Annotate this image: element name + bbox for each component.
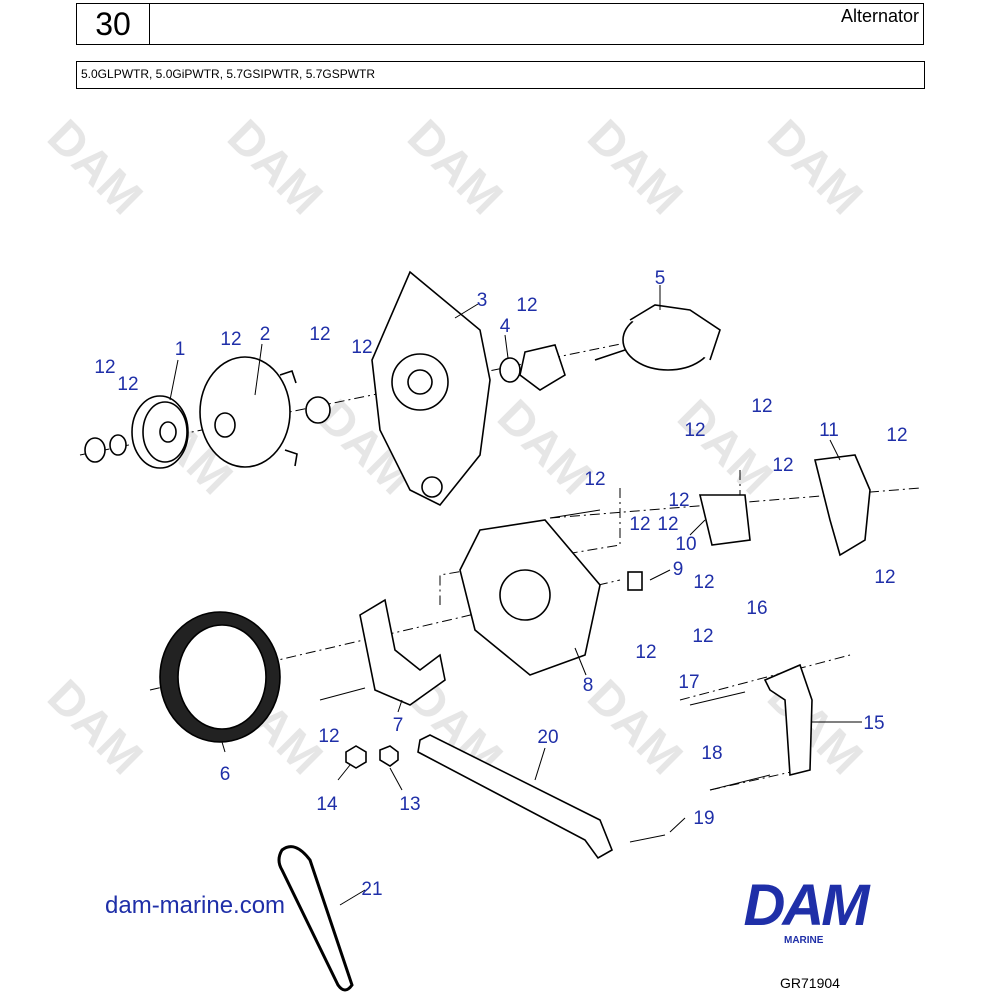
callout-12r: 12 — [635, 642, 656, 663]
callout-3: 3 — [477, 290, 488, 311]
nut-part-14 — [345, 745, 367, 769]
callout-17: 17 — [678, 672, 699, 693]
callout-15: 15 — [863, 713, 884, 734]
callout-12c: 12 — [220, 329, 241, 350]
callout-1: 1 — [175, 339, 186, 360]
bolt-set — [319, 509, 771, 843]
callout-12b: 12 — [117, 374, 138, 395]
callout-2: 2 — [260, 324, 271, 345]
model-list: 5.0GLPWTR, 5.0GiPWTR, 5.7GSIPWTR, 5.7GSP… — [81, 67, 376, 81]
logo-subtext: MARINE — [784, 935, 824, 946]
pulley-part-1 — [131, 395, 189, 469]
stator-part-6 — [159, 611, 281, 743]
retainer-plate — [519, 344, 566, 391]
callout-12o: 12 — [874, 567, 895, 588]
slip-ring-end-frame-part-8 — [459, 519, 601, 676]
spacer-sleeve — [305, 396, 331, 424]
callout-12d: 12 — [309, 324, 330, 345]
callout-12g: 12 — [751, 396, 772, 417]
callout-11: 11 — [819, 420, 839, 441]
bearing-part-4 — [499, 357, 521, 383]
callout-4: 4 — [500, 316, 511, 337]
callout-13: 13 — [399, 794, 420, 815]
callout-18: 18 — [701, 743, 722, 764]
figure-code: GR71904 — [780, 975, 840, 991]
section-number: 30 — [76, 3, 150, 45]
page-title: Alternator — [840, 6, 919, 26]
leader-lines — [169, 285, 862, 906]
callout-12j: 12 — [772, 455, 793, 476]
fan-part-2 — [199, 356, 298, 468]
callout-8: 8 — [583, 675, 594, 696]
callout-12l: 12 — [668, 490, 689, 511]
callout-12a: 12 — [94, 357, 115, 378]
nut-part-13 — [379, 745, 399, 767]
adjusting-arm-part-20 — [417, 734, 614, 860]
callout-12s: 12 — [318, 726, 339, 747]
callout-19: 19 — [693, 808, 714, 829]
nut-washer-set — [84, 434, 127, 463]
callout-16: 16 — [746, 598, 767, 619]
terminal-part-9 — [627, 571, 643, 591]
callout-12k: 12 — [584, 469, 605, 490]
callout-10: 10 — [675, 534, 696, 555]
callout-9: 9 — [673, 559, 684, 580]
callout-12n: 12 — [657, 514, 678, 535]
callout-12p: 12 — [693, 572, 714, 593]
callout-7: 7 — [393, 715, 404, 736]
callout-5: 5 — [655, 268, 666, 289]
regulator-part-10 — [698, 494, 751, 546]
callout-12q: 12 — [692, 626, 713, 647]
dam-logo: DAM — [743, 873, 871, 938]
callout-20: 20 — [537, 727, 558, 748]
callout-14: 14 — [316, 794, 338, 815]
website-link[interactable]: dam-marine.com — [105, 892, 286, 919]
callout-labels: 1 2 3 4 5 6 7 8 9 10 11 12 12 12 12 12 1… — [94, 268, 907, 900]
callout-12i: 12 — [886, 425, 907, 446]
callout-12f: 12 — [516, 295, 537, 316]
rotor-part-5 — [594, 304, 721, 371]
callout-6: 6 — [220, 764, 231, 785]
drive-belt-part-21 — [277, 845, 354, 992]
callout-21: 21 — [361, 879, 382, 900]
cover-part-11 — [814, 454, 871, 557]
callout-12m: 12 — [629, 514, 650, 535]
bracket-part-15 — [763, 663, 813, 777]
drive-end-frame-part-3 — [371, 270, 491, 507]
callout-12h: 12 — [684, 420, 705, 441]
title-box: Alternator — [148, 3, 924, 45]
callout-12e: 12 — [351, 337, 372, 358]
rectifier-part-7 — [359, 598, 446, 706]
models-box: 5.0GLPWTR, 5.0GiPWTR, 5.7GSIPWTR, 5.7GSP… — [76, 61, 925, 89]
